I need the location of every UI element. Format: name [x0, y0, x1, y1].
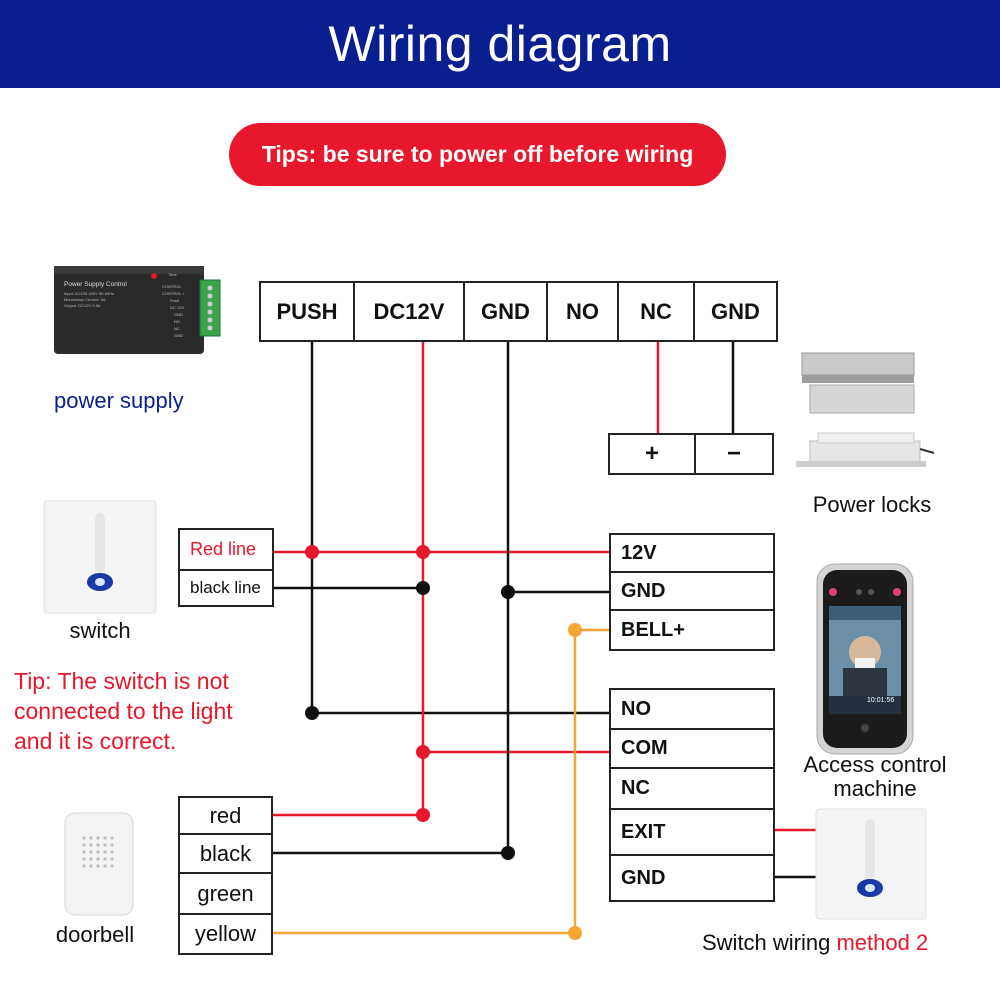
access-bell: BELL+	[609, 609, 775, 651]
ps-title-text: Power Supply Control	[64, 281, 127, 288]
doorbell-wire-black: black	[178, 833, 273, 874]
doorbell-wire-green: green	[178, 872, 273, 915]
access-nc: NC	[609, 767, 775, 810]
doorbell-image	[64, 812, 134, 916]
doorbell-wire-red: red	[178, 796, 273, 835]
access-control-machine-image: 10:01:56	[816, 563, 914, 755]
junction-dot	[305, 545, 319, 559]
access-12v: 12V	[609, 533, 775, 573]
svg-text:10:01:56: 10:01:56	[867, 697, 894, 704]
switch-wire-red: Red line	[178, 528, 274, 571]
doorbell-caption: doorbell	[55, 922, 135, 947]
wire-bell	[272, 628, 611, 935]
power-off-tip: Tips: be sure to power off before wiring	[229, 123, 726, 186]
svg-text:Time: Time	[168, 272, 178, 277]
power-supply-image: Power Supply Control Input: AC100-240V 5…	[54, 266, 221, 354]
access-no: NO	[609, 688, 775, 730]
terminal-nc: NC	[617, 281, 695, 342]
switch-caption: switch	[69, 618, 131, 643]
svg-text:CONTROL: CONTROL	[162, 284, 182, 289]
junction-dot	[568, 623, 582, 637]
terminal-push: PUSH	[259, 281, 355, 342]
switch-method2-caption: Switch wiring method 2	[702, 930, 929, 955]
switch-wire-black: black line	[178, 569, 274, 607]
terminal-no: NO	[546, 281, 619, 342]
lock-terminal-minus: −	[694, 433, 774, 475]
junction-dot	[501, 846, 515, 860]
svg-text:NC: NC	[174, 326, 180, 331]
terminal-gnd: GND	[463, 281, 548, 342]
switch-tip: Tip: The switch is not connected to the …	[14, 668, 233, 754]
junction-dot	[416, 808, 430, 822]
svg-text:DC 12V: DC 12V	[170, 305, 184, 310]
svg-text:Push: Push	[170, 298, 179, 303]
svg-text:Momentary Current: 5A: Momentary Current: 5A	[64, 297, 106, 302]
junction-dot	[305, 706, 319, 720]
method2-highlight: method 2	[836, 930, 929, 955]
terminal-gnd-2: GND	[693, 281, 778, 342]
access-exit: EXIT	[609, 808, 775, 856]
svg-text:GND: GND	[174, 312, 183, 317]
svg-text:GND: GND	[174, 333, 183, 338]
junction-dot	[416, 745, 430, 759]
svg-text:Output: DC12V 3.5A: Output: DC12V 3.5A	[64, 303, 101, 308]
doorbell-wire-yellow: yellow	[178, 913, 273, 955]
switch-method2-image	[815, 808, 927, 920]
access-gnd: GND	[609, 571, 775, 611]
terminal-dc12v: DC12V	[353, 281, 465, 342]
junction-dot	[416, 581, 430, 595]
junction-dot	[501, 585, 515, 599]
junction-dot	[416, 545, 430, 559]
switch-image	[43, 500, 157, 614]
access-gnd-2: GND	[609, 854, 775, 902]
access-com: COM	[609, 728, 775, 769]
page-title: Wiring diagram	[0, 0, 1000, 88]
junction-dot	[568, 926, 582, 940]
power-locks-caption: Power locks	[812, 492, 932, 517]
lock-terminal-plus: +	[608, 433, 696, 475]
svg-text:NO: NO	[174, 319, 180, 324]
svg-text:Input: AC100-240V 50-60Hz: Input: AC100-240V 50-60Hz	[64, 291, 114, 296]
svg-text:CONTROL +: CONTROL +	[162, 291, 186, 296]
power-supply-caption: power supply	[54, 388, 184, 413]
access-machine-caption: Access control machine	[803, 752, 947, 801]
power-locks-image	[796, 352, 935, 467]
